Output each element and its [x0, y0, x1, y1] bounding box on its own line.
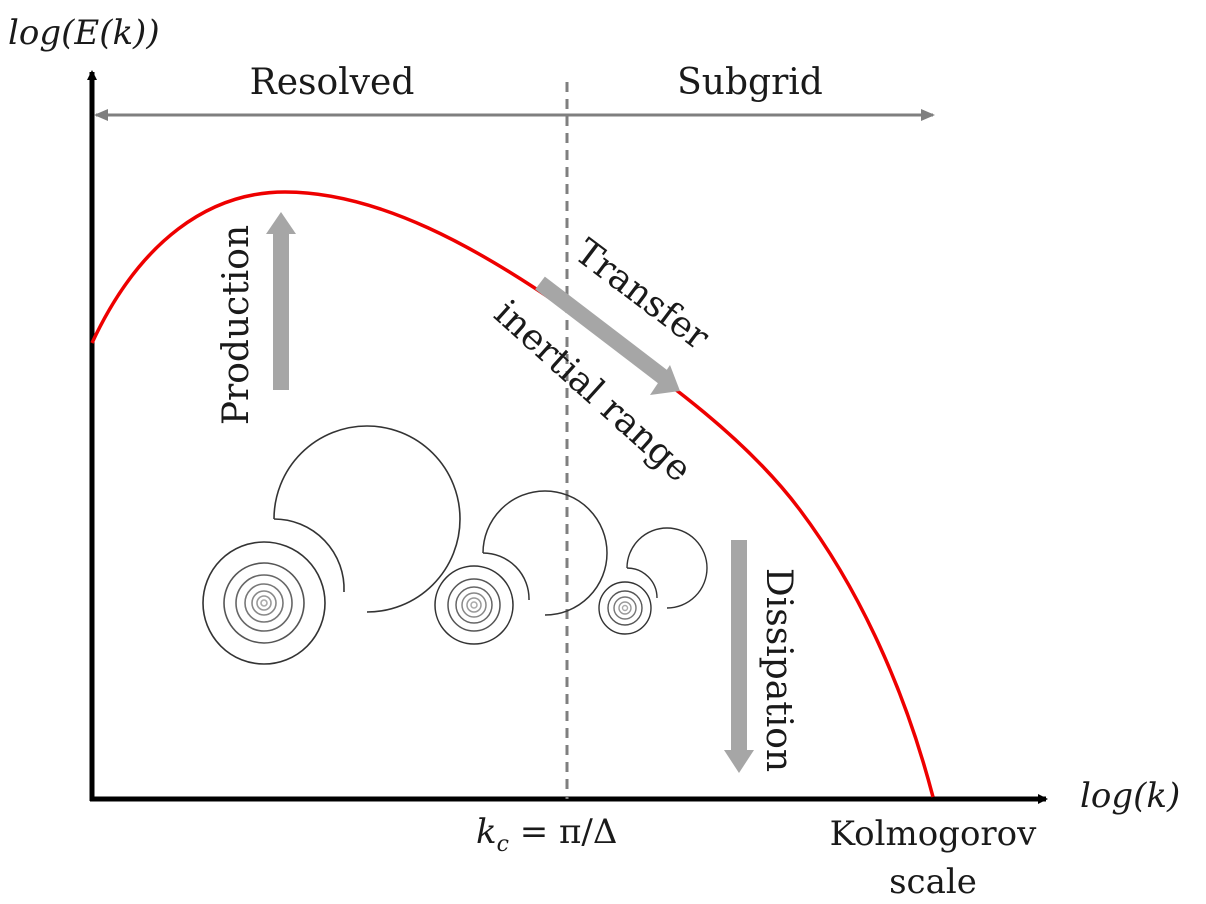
- dissipation-arrow: [724, 540, 754, 773]
- x-axis-label: log(k): [1080, 776, 1180, 816]
- large-eddy-icon: [203, 426, 460, 664]
- small-eddy-icon: [599, 528, 707, 634]
- transfer-label: Transfer: [567, 231, 717, 358]
- subgrid-label: Subgrid: [677, 62, 823, 103]
- dissipation-label: Dissipation: [758, 568, 799, 772]
- y-axis-label: log(E(k)): [8, 13, 160, 53]
- production-label: Production: [216, 225, 257, 425]
- kolmogorov-label-line2: scale: [889, 862, 977, 902]
- kolmogorov-label-line1: Kolmogorov: [830, 814, 1037, 854]
- resolved-label: Resolved: [250, 62, 415, 103]
- medium-eddy-icon: [435, 491, 607, 644]
- cutoff-label: kc = π/Δ: [476, 812, 617, 857]
- production-arrow: [266, 212, 296, 390]
